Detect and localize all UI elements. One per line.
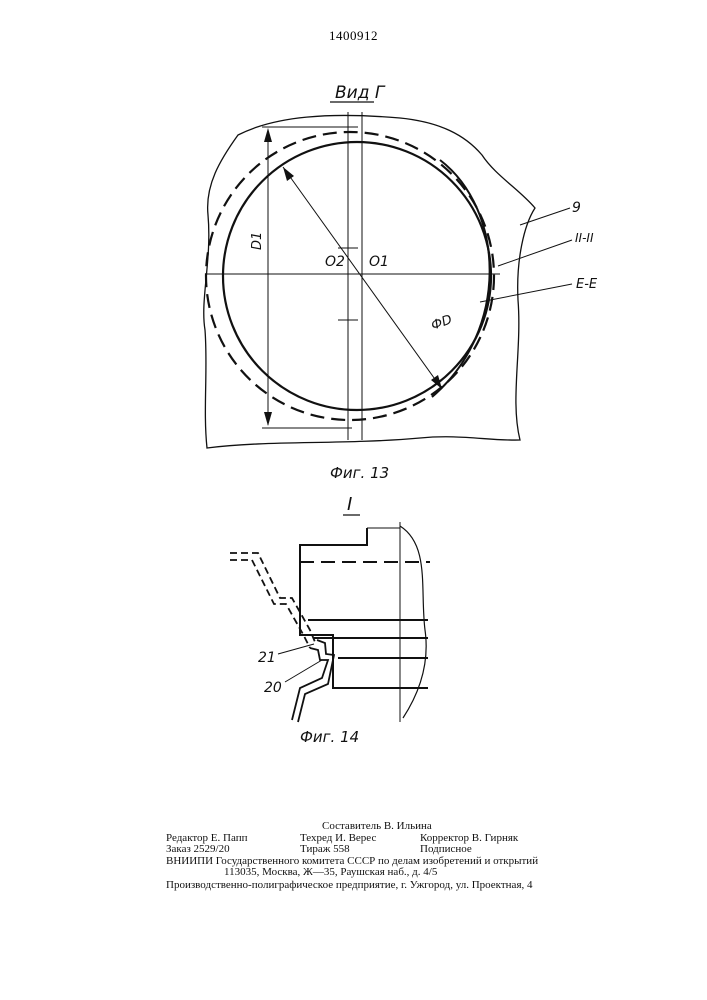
footer-circulation: Тираж 558 <box>300 843 350 855</box>
fig13-label-ee: E-E <box>576 277 598 292</box>
footer-compiler: Составитель В. Ильина <box>322 820 432 832</box>
footer-address: 113035, Москва, Ж—35, Раушская наб., д. … <box>224 866 437 878</box>
fig13-break-boundary <box>204 115 535 448</box>
fig13-label-ii: II-II <box>575 231 594 245</box>
fig14-label-21: 21 <box>258 650 276 666</box>
fig13-caption: Фиг. 13 <box>330 464 389 482</box>
fig13-view-label: Вид Г <box>335 83 386 103</box>
footer-subscription: Подписное <box>420 843 472 855</box>
footer-order: Заказ 2529/20 <box>166 843 230 855</box>
fig13-label-9: 9 <box>572 200 581 216</box>
fig13-label-o1: O1 <box>369 254 389 270</box>
fig14-view-label: I <box>347 494 352 515</box>
fig13-label-d1: D1 <box>250 232 265 250</box>
fig13-label-o2: O2 <box>325 254 345 270</box>
figure-13-drawing: Вид Г 9 II-II E-E O2 O1 <box>0 0 707 500</box>
fig13-label-phid: ФD <box>429 312 454 333</box>
figure-14-drawing: I 21 20 Фиг. 14 <box>0 490 707 750</box>
fig13-circle-d <box>223 142 491 410</box>
fig14-caption: Фиг. 14 <box>300 728 359 746</box>
footer-plant: Производственно-полиграфическое предприя… <box>166 879 533 891</box>
fig14-label-20: 20 <box>264 680 282 696</box>
